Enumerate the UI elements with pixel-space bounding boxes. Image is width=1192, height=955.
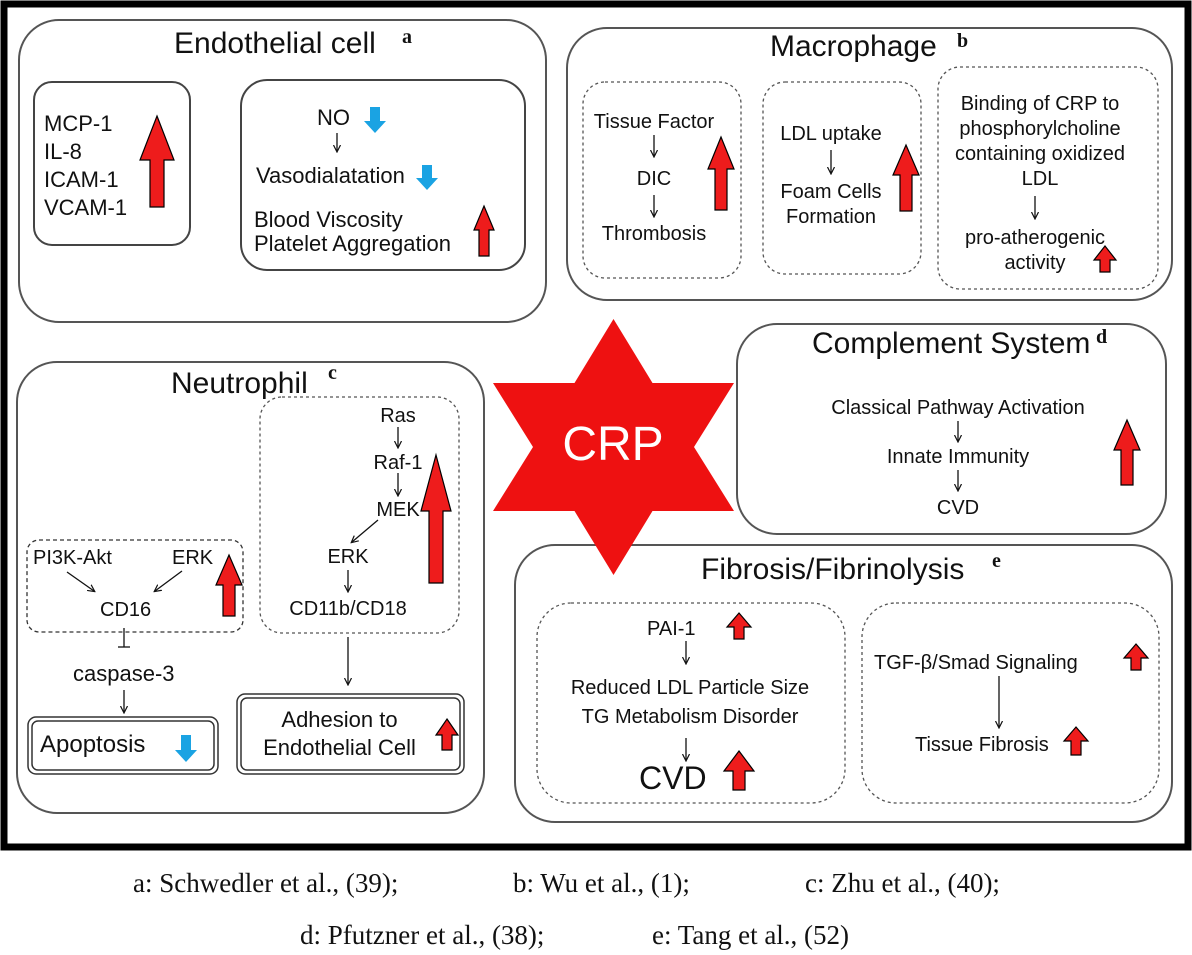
fibrosis-title: Fibrosis/Fibrinolysis — [701, 553, 965, 586]
up-arrows — [139, 114, 1150, 791]
marker-icam1: ICAM-1 — [44, 167, 119, 192]
marker-il8: IL-8 — [44, 139, 82, 164]
crp-star-shape — [493, 319, 734, 575]
endothelial-markers-box — [33, 81, 191, 246]
adhesion-label: Adhesion to Endothelial Cell — [263, 707, 416, 760]
pai1-label: PAI-1 — [647, 618, 696, 640]
pro-atherogenic-up-icon — [1092, 245, 1118, 273]
caption-ref-d: d: Pfutzner et al., (38); — [300, 920, 545, 950]
fibrosis-box-2 — [861, 602, 1160, 804]
blood-viscosity-label: Blood Viscosity — [254, 207, 403, 232]
no-down-icon — [364, 107, 386, 133]
ras-label: Ras — [380, 405, 416, 427]
vasodialatation-label: Vasodialatation — [256, 163, 405, 188]
complement-ref: d — [1096, 326, 1108, 348]
macrophage-panel — [566, 27, 1173, 301]
caption-ref-e: e: Tang et al., (52) — [652, 920, 850, 950]
erk-cascade-label: ERK — [327, 546, 369, 568]
crp-binding-label: Binding of CRP to phosphorylcholine cont… — [954, 93, 1126, 190]
foam-cells-up-icon — [892, 143, 920, 212]
adhesion-up-icon — [434, 717, 460, 751]
cascade-up-icon — [420, 452, 452, 584]
complement-up-icon — [1113, 418, 1141, 486]
fibrosis-box-1 — [536, 602, 846, 804]
macrophage-box-1 — [582, 81, 742, 279]
complement-cvd-label: CVD — [936, 497, 980, 519]
vasodialatation-down-icon — [416, 165, 438, 190]
neutrophil-title: Neutrophil — [171, 367, 308, 400]
caspase-label: caspase-3 — [73, 661, 175, 686]
apoptosis-label: Apoptosis — [40, 731, 146, 758]
dic-label: DIC — [636, 168, 672, 190]
no-label: NO — [317, 105, 350, 130]
endothelial-ref: a — [402, 26, 412, 48]
outer-frame — [0, 0, 1192, 851]
thrombosis-label: Thrombosis — [601, 223, 707, 245]
platelet-up-icon — [473, 204, 495, 257]
apoptosis-down-icon — [175, 735, 197, 762]
tissue-factor-label: Tissue Factor — [593, 111, 715, 133]
classical-pathway-label: Classical Pathway Activation — [831, 397, 1085, 419]
caption-ref-a: a: Schwedler et al., (39); — [133, 868, 399, 898]
macrophage-ref: b — [957, 30, 969, 52]
reduced-ldl-label: Reduced LDL Particle Size — [570, 677, 810, 699]
innate-immunity-label: Innate Immunity — [886, 446, 1030, 468]
tgf-beta-label: TGF-β/Smad Signaling — [874, 652, 1078, 674]
endothelial-markers: MCP-1 IL-8 ICAM-1 VCAM-1 — [44, 110, 127, 222]
foam-cells-label: Foam Cells Formation — [780, 181, 882, 228]
tissue-fibrosis-label: Tissue Fibrosis — [915, 734, 1049, 756]
complement-title: Complement System — [812, 327, 1091, 360]
complement-panel — [736, 323, 1167, 535]
endothelial-panel — [18, 19, 547, 323]
raf1-label: Raf-1 — [373, 452, 423, 474]
neutrophil-panel — [16, 361, 485, 814]
apoptosis-box — [27, 716, 219, 775]
cd11b-label: CD11b/CD18 — [289, 598, 407, 620]
endothelial-title: Endothelial cell — [174, 27, 376, 60]
cd16-up-icon — [215, 553, 243, 617]
macrophage-thrombosis-up-icon — [707, 135, 735, 211]
erk-label: ERK — [172, 547, 214, 569]
fibrosis-cvd-label: CVD — [639, 760, 707, 796]
macrophage-box-3 — [937, 66, 1159, 290]
tgf-up-icon — [1122, 643, 1150, 671]
fibrosis-panel — [514, 544, 1173, 823]
platelet-aggregation-label: Platelet Aggregation — [254, 231, 451, 256]
cvd-up-icon — [722, 750, 756, 791]
adhesion-box — [236, 693, 465, 775]
cd16-label: CD16 — [100, 599, 152, 621]
neutrophil-cd16-box — [26, 539, 244, 633]
tissue-fibrosis-up-icon — [1062, 726, 1090, 756]
caption-ref-c: c: Zhu et al., (40); — [805, 868, 1000, 898]
marker-vcam1: VCAM-1 — [44, 195, 128, 220]
neutrophil-ref: c — [328, 362, 337, 384]
tg-metabolism-label: TG Metabolism Disorder — [581, 706, 799, 728]
endothelial-markers-up-icon — [139, 114, 175, 208]
mek-label: MEK — [376, 499, 420, 521]
macrophage-box-2 — [762, 81, 922, 275]
fibrosis-ref: e — [992, 550, 1001, 572]
endothelial-no-box — [240, 79, 526, 271]
marker-mcp1: MCP-1 — [44, 111, 113, 136]
pi3k-label: PI3K-Akt — [33, 547, 112, 569]
pai1-up-icon — [725, 612, 753, 640]
ldl-uptake-label: LDL uptake — [780, 123, 882, 145]
neutrophil-cascade-box — [259, 396, 460, 634]
down-arrows — [175, 107, 438, 762]
macrophage-title: Macrophage — [770, 30, 937, 63]
caption-ref-b: b: Wu et al., (1); — [513, 868, 690, 898]
crp-label: CRP — [562, 418, 664, 471]
pro-atherogenic-label: pro-atherogenic activity — [964, 227, 1106, 274]
